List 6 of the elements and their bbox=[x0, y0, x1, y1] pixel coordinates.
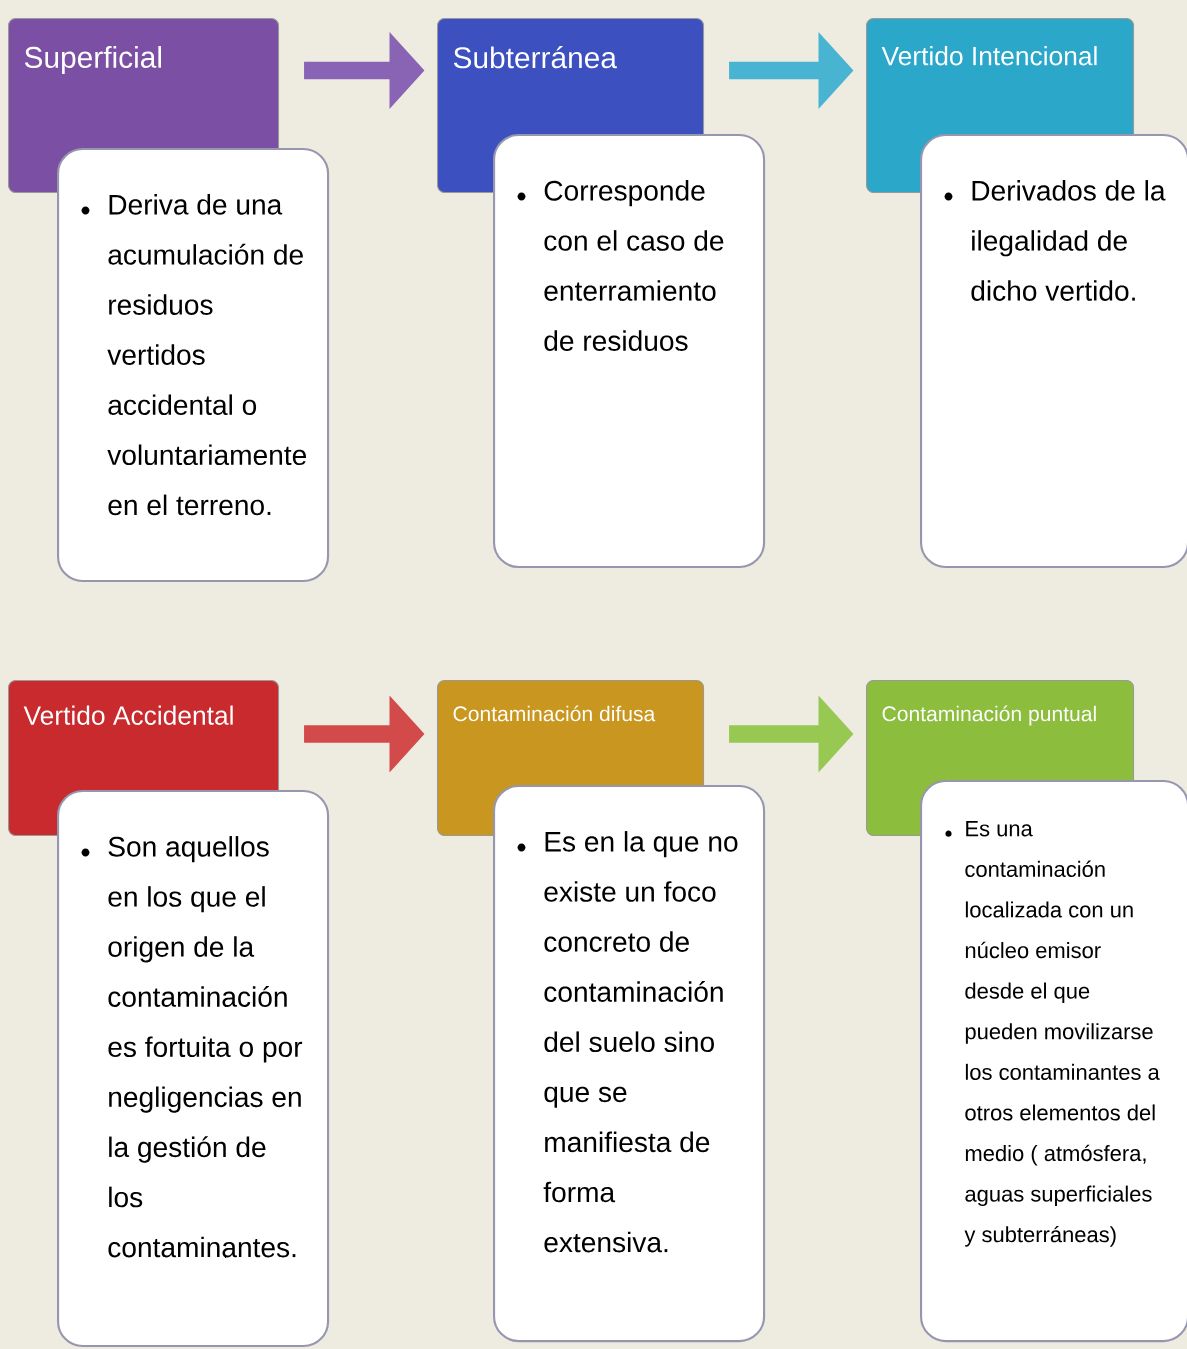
text-box: Derivados de la ilegalidad de dicho vertido. bbox=[920, 134, 1187, 569]
text-box: Corresponde con el caso de enterramiento de residuos bbox=[493, 134, 766, 569]
text-box: Deriva de una acumulación de residuos vertidos accidental o voluntariamente en el terreno. bbox=[57, 148, 330, 583]
text-box: Es una contaminación localizada con un núcleo emisor desde el que pueden movilizarse los contaminantes a otros elementos del medio ( atmósfera, aguas superficiales y subterráneas) bbox=[920, 780, 1187, 1343]
text-box: Es en la que no existe un foco concreto de contaminación del suelo sino que se manifiesta de forma extensiva. bbox=[493, 785, 766, 1343]
text-box: Son aquellos en los que el origen de la contaminación es fortuita o por negligencias en la gestión de los contaminantes. bbox=[57, 790, 330, 1348]
